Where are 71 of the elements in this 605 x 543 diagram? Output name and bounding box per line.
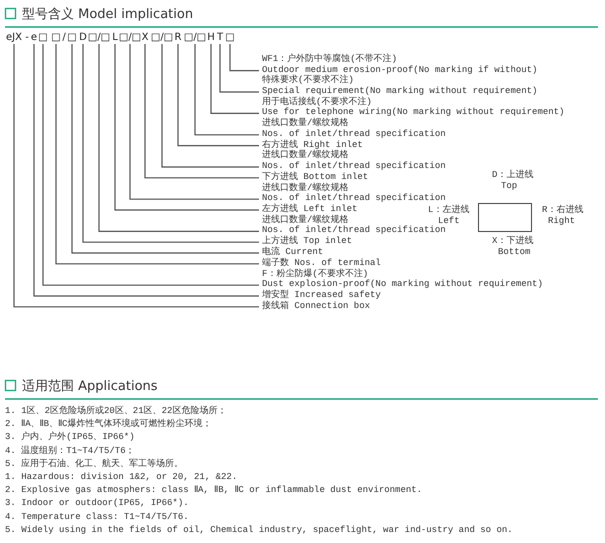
designation-label: Nos. of inlet/thread specification bbox=[262, 193, 446, 204]
leader-line bbox=[194, 44, 259, 136]
direction-label: Bottom bbox=[498, 247, 530, 258]
designation-label: 下方进线 Bottom inlet bbox=[262, 172, 368, 182]
model-code-part: □/□ bbox=[118, 32, 142, 43]
leader-line bbox=[210, 44, 259, 114]
model-code-part: e bbox=[30, 32, 38, 43]
application-item: 2. Explosive gas atmosphers: class ⅡA, ⅡB, ⅡC or inflammable dust environment. bbox=[5, 485, 422, 496]
model-code-part: □ bbox=[38, 32, 48, 43]
application-item: 4. Temperature class: T1~T4/T5/T6. bbox=[5, 512, 189, 522]
designation-label: 端子数 Nos. of terminal bbox=[262, 258, 381, 268]
designation-label: Outdoor medium erosion-proof(No marking if without) bbox=[262, 64, 538, 75]
designation-label: Use for telephone wiring(No marking without requirement) bbox=[262, 107, 564, 118]
designation-label: 进线口数量/螺纹规格 bbox=[262, 118, 350, 129]
designation-label: Nos. of inlet/thread specification bbox=[262, 128, 446, 140]
direction-label: R：右进线 bbox=[542, 205, 584, 216]
model-code-part: □/□ bbox=[184, 32, 206, 43]
leader-line bbox=[219, 44, 259, 93]
application-item: 1. Hazardous: division 1&2, or 20, 21, &22. bbox=[5, 472, 238, 483]
designation-label: Nos. of inlet/thread specification bbox=[262, 225, 446, 236]
leader-line bbox=[161, 44, 259, 168]
designation-label: 上方进线 Top inlet bbox=[262, 236, 352, 246]
designation-label: 左方进线 Left inlet bbox=[262, 204, 358, 214]
application-item: 5. 应用于石油、化工、航天、军工等场所。 bbox=[5, 458, 184, 470]
model-code-part: □ bbox=[51, 32, 61, 43]
application-item: 3. 户内、户外(IP65、IP66*) bbox=[5, 432, 135, 443]
designation-label: 右方进线 Right inlet bbox=[262, 140, 363, 150]
code-separator: - bbox=[25, 32, 29, 43]
direction-label: X：下进线 bbox=[492, 236, 534, 247]
designation-label: 进线口数量/螺纹规格 bbox=[262, 150, 350, 161]
direction-label: Right bbox=[548, 216, 576, 227]
designation-label: Special requirement(No marking without requirement) bbox=[262, 86, 538, 96]
designation-label: Nos. of inlet/thread specification bbox=[262, 160, 446, 172]
model-code-part: L bbox=[112, 32, 118, 43]
leader-line bbox=[129, 44, 259, 200]
direction-label: D：上进线 bbox=[492, 170, 534, 181]
leader-line bbox=[144, 44, 259, 178]
direction-label: Left bbox=[438, 216, 460, 226]
code-separator: / bbox=[62, 32, 66, 43]
model-code-part: H bbox=[207, 32, 215, 43]
model-code-part: T bbox=[216, 32, 224, 43]
designation-label: F：粉尘防爆(不要求不注) bbox=[262, 268, 370, 280]
leader-line bbox=[229, 44, 259, 72]
designation-label: Dust explosion-proof(No marking without requirement) bbox=[262, 279, 543, 290]
leader-line bbox=[114, 44, 259, 211]
application-item: 5. Widely using in the fields of oil, Chemical industry, spaceflight, war ind-ustry and so on. bbox=[5, 524, 513, 536]
designation-label: 用于电话接线(不要求不注) bbox=[262, 96, 373, 108]
model-code-part: eJX bbox=[6, 32, 22, 43]
model-code-part: X bbox=[142, 32, 148, 43]
application-item: 2. ⅡA、ⅡB、ⅡC爆炸性气体环境或可燃性粉尘环境； bbox=[5, 419, 212, 430]
model-code-part: □ bbox=[67, 32, 77, 43]
designation-label: 特殊要求(不要求不注) bbox=[262, 75, 355, 86]
direction-label: Top bbox=[501, 181, 518, 192]
application-item: 1. 1区、2区危险场所或20区、21区、22区危险场所； bbox=[5, 406, 226, 417]
application-item: 4. 温度组别：T1~T4/T5/T6； bbox=[5, 446, 135, 456]
model-code-part: □/□ bbox=[88, 32, 110, 43]
model-code-part: R bbox=[174, 32, 182, 43]
section-heading: 型号含义 Model implication bbox=[22, 6, 194, 23]
application-item: 3. Indoor or outdoor(IP65, IP66*). bbox=[5, 498, 189, 509]
designation-label: 进线口数量/螺纹规格 bbox=[262, 182, 350, 194]
designation-label: 电流 Current bbox=[262, 247, 324, 258]
designation-label: 增安型 Increased safety bbox=[262, 290, 381, 300]
model-code-part: D bbox=[79, 32, 87, 43]
designation-label: WF1：户外防中等腐蚀(不带不注) bbox=[262, 54, 398, 65]
model-code-part: □ bbox=[225, 32, 235, 43]
section-heading: 适用范围 Applications bbox=[22, 378, 158, 395]
designation-label: 接线箱 Connection box bbox=[262, 300, 370, 312]
direction-label: L：左进线 bbox=[428, 205, 470, 216]
leader-line bbox=[177, 44, 259, 146]
orientation-box bbox=[478, 203, 532, 232]
model-code-part: □/□ bbox=[150, 32, 174, 43]
